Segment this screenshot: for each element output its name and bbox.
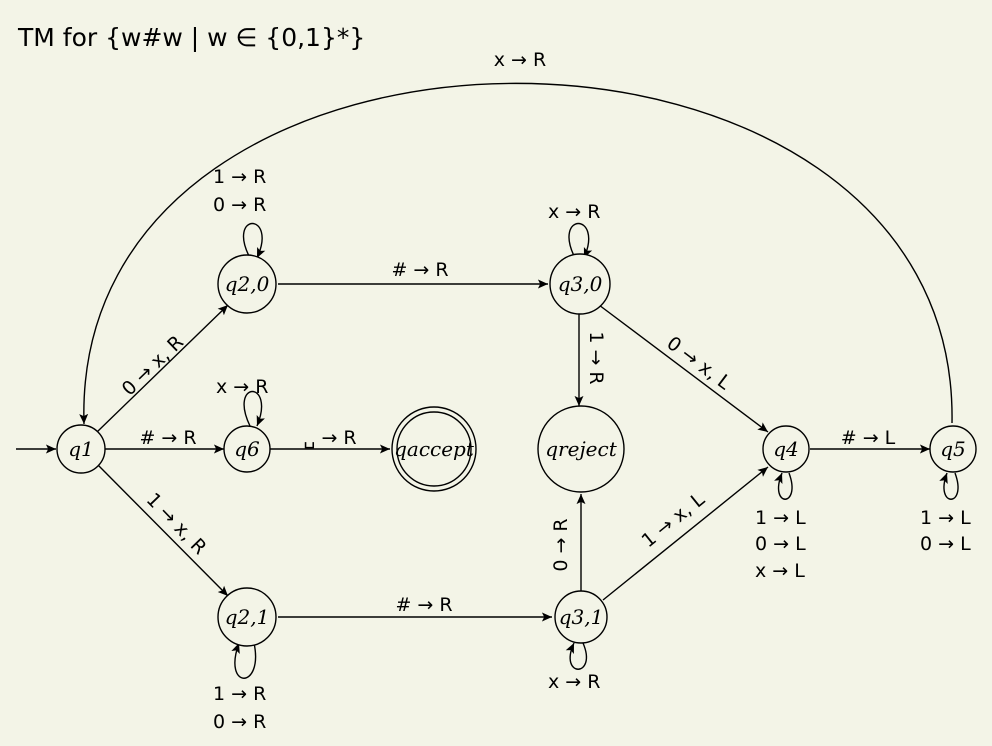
label-q6-qaccept: ␣ → R — [303, 427, 356, 449]
label-q21-loop-1: 1 → R — [213, 683, 266, 705]
state-q5-label: q5 — [940, 437, 966, 461]
state-q1-label: q1 — [68, 437, 94, 461]
label-q30-q4: 0 → x, L — [662, 332, 735, 394]
label-q20-loop-1: 1 → R — [213, 166, 266, 188]
state-q31: q3,1 — [554, 590, 608, 644]
label-q21-loop-2: 0 → R — [213, 711, 266, 733]
state-q21: q2,1 — [217, 587, 277, 647]
label-q20-loop-2: 0 → R — [213, 194, 266, 216]
state-q30: q3,0 — [549, 253, 611, 315]
state-q4-label: q4 — [773, 437, 799, 461]
loop-q6 — [243, 391, 265, 427]
label-q4-loop-1: 1 → L — [755, 507, 806, 529]
edge-q5-q1 — [79, 82, 953, 425]
state-q30-label: q3,0 — [558, 272, 603, 296]
state-q20-label: q2,0 — [225, 272, 270, 296]
label-q1-q20: 0 → x, R — [118, 331, 188, 400]
state-q21-label: q2,1 — [225, 605, 270, 629]
label-q4-loop-2: 0 → L — [755, 533, 806, 555]
loop-q20 — [242, 223, 266, 259]
label-q31-loop: x → R — [548, 671, 600, 693]
state-q1: q1 — [56, 424, 106, 474]
state-q31-label: q3,1 — [559, 605, 604, 629]
state-qaccept: qaccept — [391, 406, 477, 492]
label-q31-qreject: 0 → R — [550, 518, 572, 571]
label-q1-q6: # → R — [139, 427, 196, 449]
label-q4-q5: # → L — [841, 427, 896, 449]
edge-q31-q4 — [602, 466, 769, 601]
edge-q1-q20 — [96, 304, 229, 433]
state-q6-label: q6 — [234, 437, 260, 461]
loop-q5 — [939, 472, 959, 500]
label-q6-loop: x → R — [216, 376, 268, 398]
label-q30-loop: x → R — [548, 201, 600, 223]
label-q4-loop-3: x → L — [755, 560, 805, 582]
state-q4: q4 — [762, 425, 810, 473]
edge-q30-q4 — [598, 304, 769, 433]
state-q6: q6 — [223, 425, 271, 473]
loop-q21 — [231, 642, 257, 679]
state-q20: q2,0 — [217, 254, 277, 314]
loop-q4 — [774, 472, 793, 500]
loop-q30 — [568, 223, 593, 259]
label-q1-q21: 1 → x, R — [142, 489, 211, 559]
label-q5-loop-1: 1 → L — [920, 507, 971, 529]
state-qaccept-label: qaccept — [394, 437, 475, 461]
diagram-title: TM for {w#w | w ∈ {0,1}*} — [17, 23, 365, 52]
state-qreject: qreject — [537, 405, 625, 493]
label-q21-q31: # → R — [395, 594, 452, 616]
loop-q31 — [565, 642, 588, 670]
label-q20-q30: # → R — [391, 259, 448, 281]
state-q5: q5 — [929, 425, 977, 473]
edge-q1-q21 — [97, 464, 229, 597]
label-q5-q1: x → R — [494, 49, 546, 71]
label-q30-qreject: 1 → R — [585, 331, 607, 384]
label-q5-loop-2: 0 → L — [920, 533, 971, 555]
state-qreject-label: qreject — [545, 437, 617, 461]
